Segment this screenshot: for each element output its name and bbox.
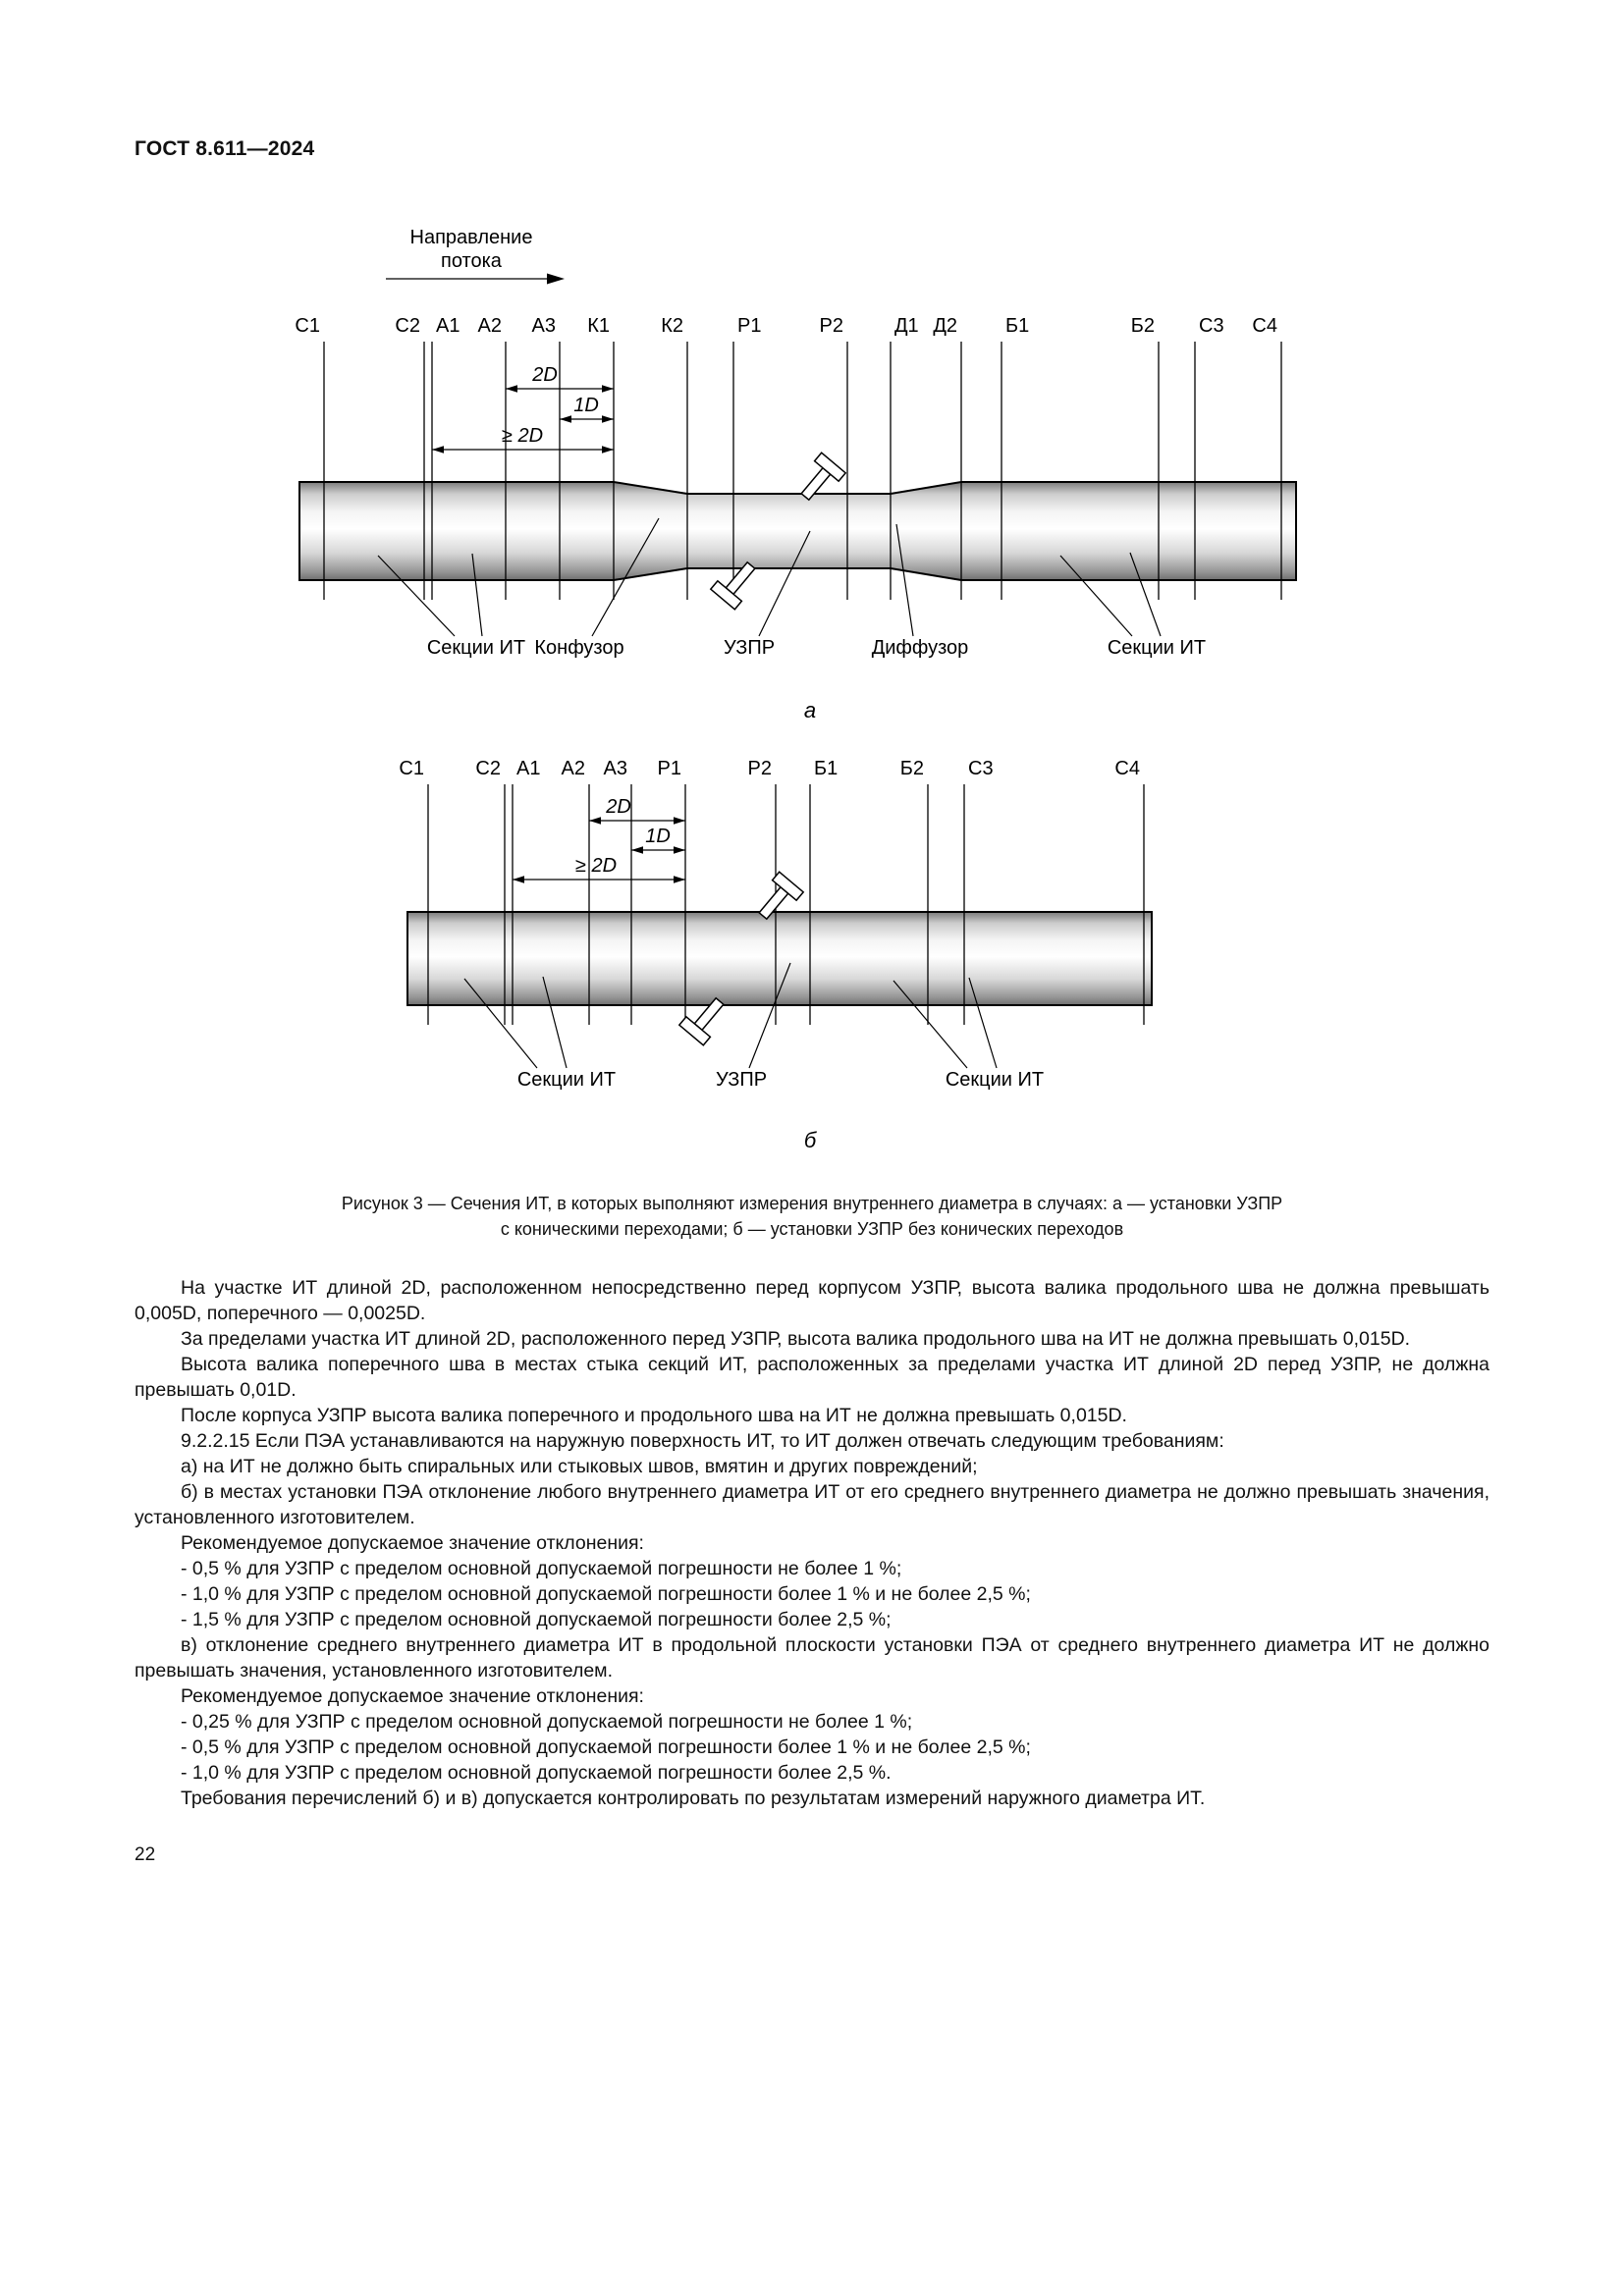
section-label: С3 — [968, 758, 994, 779]
section-label: С4 — [1114, 758, 1140, 779]
leader-lines — [377, 517, 1162, 637]
paragraph: - 1,5 % для УЗПР с пределом основной доп… — [181, 1609, 892, 1630]
section-labels: С1 С2 А1 А2 А3 К1 К2 Р1 Р2 Д1 Д2 Б1 Б2 С… — [295, 315, 1277, 337]
paragraph: На участке ИТ длиной 2D, расположенном н… — [135, 1277, 1489, 1324]
figure-3a-diagram: Направление потока — [295, 227, 1297, 722]
flow-direction-label: Направление потока — [410, 227, 533, 272]
paragraph: - 0,25 % для УЗПР с пределом основной до… — [181, 1711, 913, 1733]
dimension-ge2d: ≥ 2D — [432, 425, 614, 454]
section-label: Р2 — [820, 315, 843, 337]
flow-direction-arrow-icon — [386, 273, 565, 285]
uzpr-transducer-bottom-icon — [677, 996, 725, 1046]
dimension-label: 1D — [645, 826, 671, 847]
section-label: Б1 — [814, 758, 838, 779]
callout-uzpr: УЗПР — [724, 637, 775, 659]
leader-lines — [463, 962, 998, 1069]
figure-3b-diagram: С1 С2 А1 А2 А3 Р1 Р2 Б1 Б2 С3 С4 2D — [399, 758, 1153, 1152]
section-label: С1 — [295, 315, 320, 337]
uzpr-transducer-top-icon — [758, 871, 805, 921]
paragraph: б) в местах установки ПЭА отклонение люб… — [135, 1481, 1489, 1528]
section-label: Б2 — [900, 758, 924, 779]
callout-sections-left: Секции ИТ — [427, 637, 525, 659]
dimension-label: 2D — [605, 796, 631, 818]
figure-caption: Рисунок 3 — Сечения ИТ, в которых выполн… — [135, 1191, 1489, 1242]
paragraph: После корпуса УЗПР высота валика попереч… — [181, 1405, 1127, 1426]
section-label: С4 — [1252, 315, 1277, 337]
paragraph: Рекомендуемое допускаемое значение откло… — [181, 1685, 644, 1707]
figure-sublabel-a: а — [804, 698, 816, 722]
dimension-label: ≥ 2D — [575, 855, 617, 877]
section-label: А2 — [478, 315, 502, 337]
dimension-label: ≥ 2D — [502, 425, 543, 447]
section-label: К2 — [661, 315, 683, 337]
section-label: А1 — [516, 758, 540, 779]
dimension-label: 1D — [573, 395, 599, 416]
section-label: Р2 — [748, 758, 772, 779]
paragraph: - 0,5 % для УЗПР с пределом основной доп… — [181, 1736, 1031, 1758]
paragraph: Рекомендуемое допускаемое значение откло… — [181, 1532, 644, 1554]
section-label: К1 — [587, 315, 610, 337]
page-header: ГОСТ 8.611—2024 — [135, 137, 315, 160]
callout-uzpr: УЗПР — [716, 1069, 767, 1091]
dimension-2d: 2D — [506, 364, 614, 393]
section-label: С1 — [399, 758, 424, 779]
section-label: А3 — [532, 315, 556, 337]
callout-sections-right: Секции ИТ — [1108, 637, 1206, 659]
section-label: Д2 — [933, 315, 957, 337]
section-label: А2 — [562, 758, 585, 779]
page-number: 22 — [135, 1844, 156, 1865]
paragraph: а) на ИТ не должно быть спиральных или с… — [181, 1456, 978, 1477]
paragraph: 9.2.2.15 Если ПЭА устанавливаются на нар… — [181, 1430, 1224, 1452]
pipe-body — [298, 481, 1297, 581]
section-labels: С1 С2 А1 А2 А3 Р1 Р2 Б1 Б2 С3 С4 — [399, 758, 1140, 779]
paragraph: За пределами участка ИТ длиной 2D, распо… — [181, 1328, 1411, 1350]
dimension-ge2d: ≥ 2D — [513, 855, 685, 883]
flow-direction-line2: потока — [441, 250, 503, 272]
section-label: Б1 — [1005, 315, 1029, 337]
section-label: Д1 — [894, 315, 919, 337]
paragraph: - 0,5 % для УЗПР с пределом основной доп… — [181, 1558, 902, 1579]
section-label: С2 — [475, 758, 501, 779]
dimension-1d: 1D — [560, 395, 614, 423]
body-text: На участке ИТ длиной 2D, расположенном н… — [135, 1275, 1489, 1811]
dimension-2d: 2D — [589, 796, 685, 825]
paragraph: - 1,0 % для УЗПР с пределом основной доп… — [181, 1762, 892, 1784]
section-lines — [323, 342, 1282, 600]
section-label: А3 — [604, 758, 627, 779]
section-lines — [427, 784, 1145, 1025]
uzpr-transducer-bottom-icon — [709, 561, 756, 611]
callout-diffusor: Диффузор — [872, 637, 969, 659]
paragraph: - 1,0 % для УЗПР с пределом основной доп… — [181, 1583, 1031, 1605]
flow-direction-line1: Направление — [410, 227, 533, 248]
dimension-label: 2D — [531, 364, 558, 386]
figure-sublabel-b: б — [804, 1128, 818, 1152]
section-label: А1 — [436, 315, 460, 337]
callout-confusor: Конфузор — [534, 637, 623, 659]
dimension-1d: 1D — [631, 826, 685, 854]
paragraph: в) отклонение среднего внутреннего диаме… — [135, 1634, 1489, 1682]
figure-caption-line1: Рисунок 3 — Сечения ИТ, в которых выполн… — [341, 1194, 1283, 1213]
uzpr-transducer-top-icon — [800, 452, 847, 502]
paragraph: Требования перечислений б) и в) допускае… — [181, 1788, 1206, 1809]
figure-caption-line2: с коническими переходами; б — установки … — [500, 1219, 1124, 1239]
section-label: Р1 — [658, 758, 681, 779]
callout-sections-left: Секции ИТ — [517, 1069, 616, 1091]
section-label: Р1 — [737, 315, 761, 337]
callout-sections-right: Секции ИТ — [946, 1069, 1044, 1091]
figure-3: Направление потока — [135, 212, 1489, 1242]
section-label: Б2 — [1131, 315, 1155, 337]
section-label: С3 — [1199, 315, 1224, 337]
paragraph: Высота валика поперечного шва в местах с… — [135, 1354, 1489, 1401]
section-label: С2 — [395, 315, 420, 337]
